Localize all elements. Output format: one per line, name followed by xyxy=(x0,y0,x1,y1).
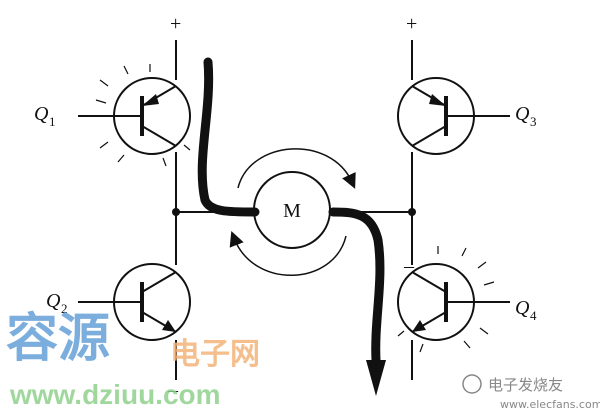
corner-text: 电子发烧友 xyxy=(488,376,563,394)
glow-rays-q1 xyxy=(95,64,191,167)
label-q1-sub: 1 xyxy=(49,114,56,129)
motor: M xyxy=(253,171,331,249)
label-q3-sub: 3 xyxy=(530,114,537,129)
transistor-q3 xyxy=(397,77,510,155)
watermark-brand-a: 容源 xyxy=(6,309,110,369)
transistor-q1 xyxy=(78,64,191,167)
label-q3-letter: Q xyxy=(515,103,530,125)
corner-url: www.elecfans.com xyxy=(500,398,600,411)
junction-left xyxy=(172,208,180,216)
label-q2-letter: Q xyxy=(46,290,61,312)
watermark: 容源 电子网 www.dziuu.com 电子发烧友 www.elecfans.… xyxy=(6,309,600,411)
current-flow-path xyxy=(197,57,260,217)
rotation-arrow-bottom xyxy=(229,231,347,276)
label-q2-sub: 2 xyxy=(61,301,68,316)
label-q4-letter: Q xyxy=(515,297,530,319)
transistor-q2 xyxy=(78,263,191,341)
current-flow-arrowhead xyxy=(366,360,386,396)
supply-plus-right: + xyxy=(406,13,417,35)
supply-minus-left: – xyxy=(167,379,179,401)
rotation-arrow-top xyxy=(237,148,356,189)
watermark-url: www.dziuu.com xyxy=(9,379,221,410)
motor-label: M xyxy=(283,200,301,222)
transistor-q4 xyxy=(397,246,510,353)
label-q4-sub: 4 xyxy=(530,308,537,323)
glow-rays-q4 xyxy=(397,246,495,353)
junction-right xyxy=(408,208,416,216)
current-flow-path-right xyxy=(328,207,385,365)
supply-plus-left: + xyxy=(170,13,181,35)
watermark-brand-b: 电子网 xyxy=(170,337,260,372)
label-q1-letter: Q xyxy=(34,103,49,125)
corner-logo-icon xyxy=(462,374,482,394)
